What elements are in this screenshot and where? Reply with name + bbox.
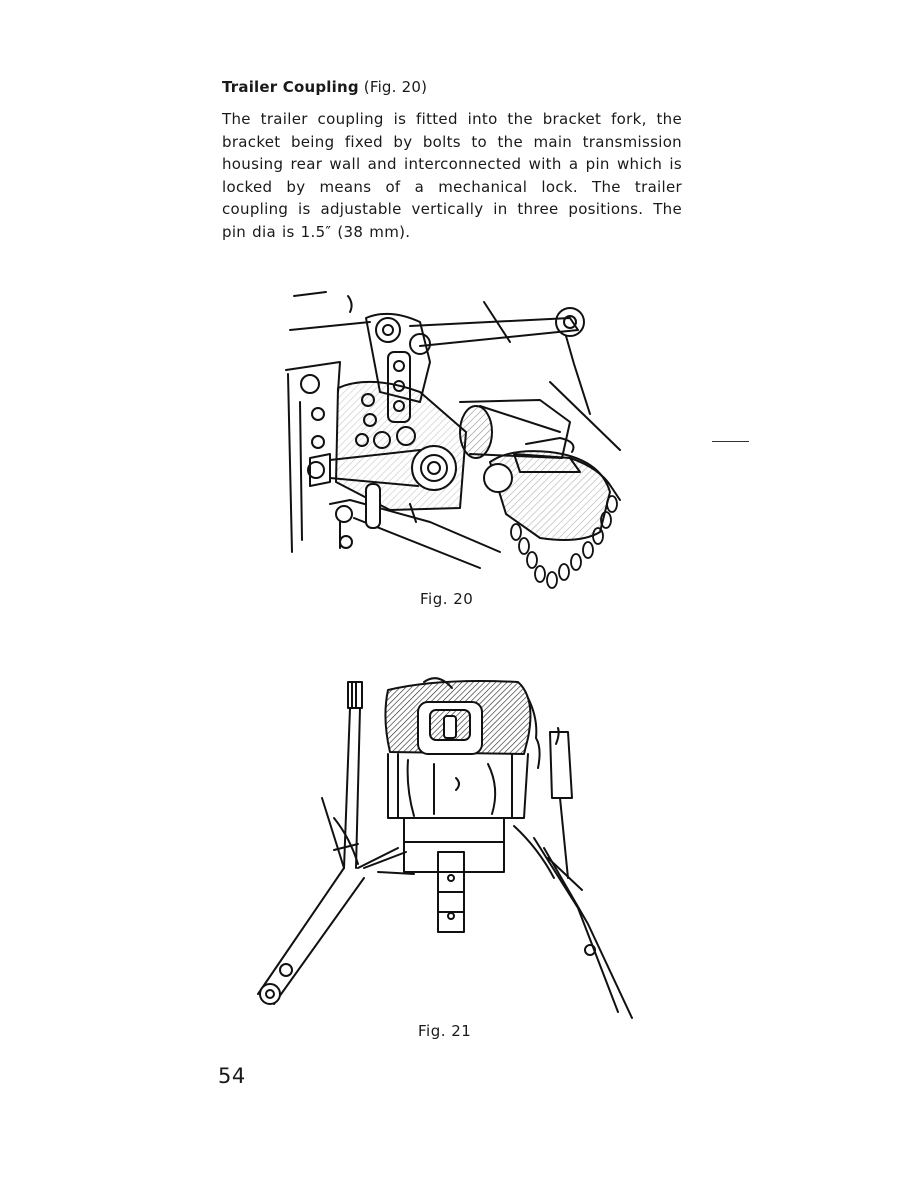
figure-20-illustration xyxy=(270,282,640,598)
body-paragraph: The trailer coupling is fitted into the … xyxy=(222,110,682,241)
section-title: Trailer Coupling xyxy=(222,78,359,96)
figure-21-illustration xyxy=(238,668,648,1028)
section-heading: Trailer Coupling (Fig. 20) xyxy=(222,76,427,98)
page-number: 54 xyxy=(218,1064,246,1088)
section-figure-reference: (Fig. 20) xyxy=(363,78,428,96)
figure-20-caption: Fig. 20 xyxy=(420,590,474,608)
figure-21-caption: Fig. 21 xyxy=(418,1022,472,1040)
margin-rule xyxy=(712,441,749,442)
